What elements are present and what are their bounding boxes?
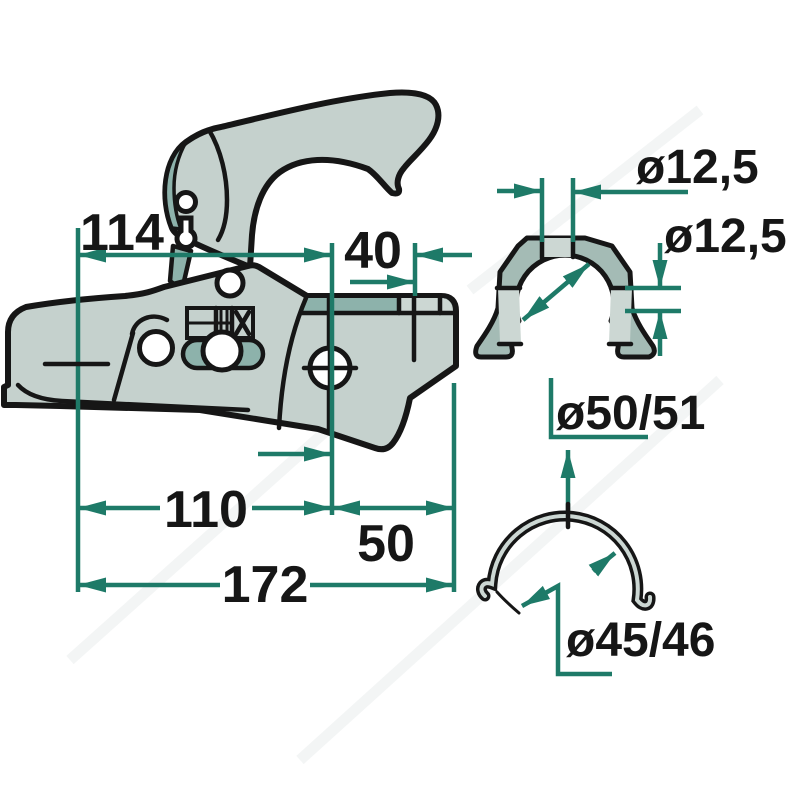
tube-top-band: [299, 293, 456, 316]
front-hole: [137, 329, 175, 367]
dimension-172: 172: [78, 556, 454, 614]
dimension-114: 114: [78, 204, 332, 263]
coupling-side-view: [1, 89, 459, 453]
pivot-knuckle-shade: [163, 140, 188, 232]
dimension-40: 40: [344, 222, 472, 290]
label-dia-12-5-top: ø12,5: [636, 141, 759, 194]
dimension-50: 50: [332, 500, 454, 573]
label-dia-45-46: ø45/46: [566, 614, 715, 667]
dimension-lines: 114 40 110 50 172: [42, 204, 472, 614]
pin-hole: [174, 190, 198, 214]
dimension-110: 110: [78, 481, 332, 539]
dim-label-50: 50: [357, 515, 415, 573]
clamp-band-cross-section: [476, 501, 656, 615]
clamp-shell-cross-section: [473, 235, 657, 360]
bolt-hole: [200, 329, 244, 373]
plate-hole: [214, 267, 246, 299]
diameter-labels: ø12,5 ø12,5 ø50/51 ø45/46: [556, 141, 787, 667]
dim-label-110: 110: [164, 481, 248, 539]
dim-label-172: 172: [222, 556, 309, 614]
label-dia-50-51: ø50/51: [556, 387, 705, 440]
dim-label-114: 114: [80, 204, 164, 262]
keyhole: [174, 215, 198, 250]
label-dia-12-5-thickness: ø12,5: [664, 210, 787, 263]
dim-label-40: 40: [344, 222, 402, 280]
clamp-shell-dimensions: [497, 178, 688, 512]
clamp-band-dimensions: [520, 551, 617, 677]
handle-lever: [162, 89, 442, 270]
